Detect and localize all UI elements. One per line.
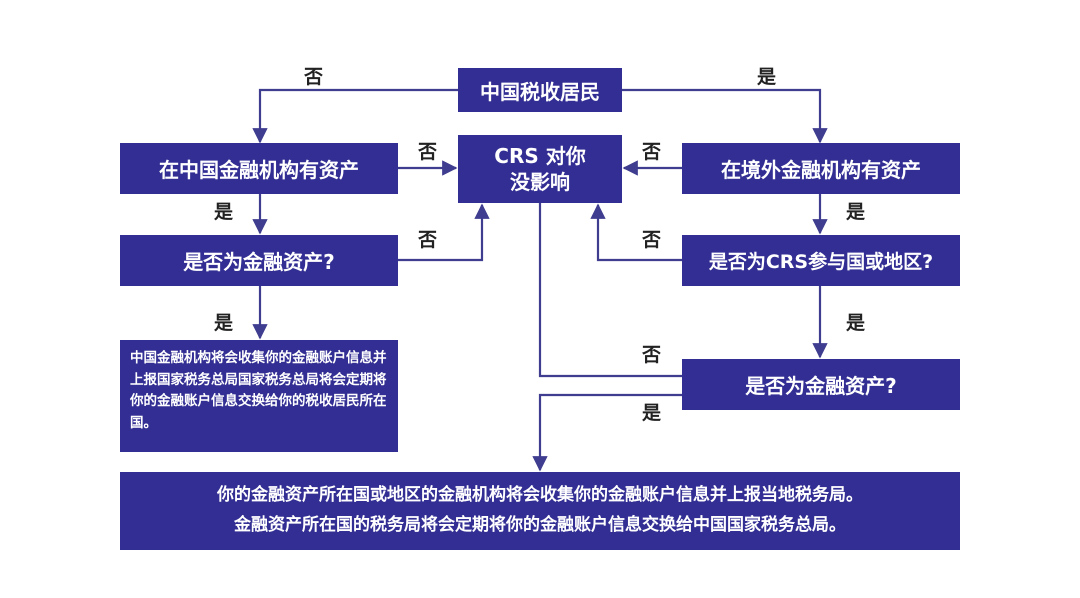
label-left-financial-no: 否 (418, 229, 438, 251)
crs-country-question-text: 是否为CRS参与国或地区? (708, 251, 934, 273)
label-overseas-assets-no: 否 (642, 141, 662, 163)
final-result-line2: 金融资产所在国的税务局将会定期将你的金融账户信息交换给中国国家税务总局。 (234, 515, 846, 535)
tax-resident-text: 中国税收居民 (480, 79, 600, 104)
overseas-assets-box: 在境外金融机构有资产 (682, 143, 960, 194)
right-financial-question-box: 是否为金融资产? (682, 359, 960, 410)
crs-no-impact-line1: CRS 对你 (494, 144, 586, 168)
arrow-left-financial-no (398, 203, 490, 262)
label-china-assets-yes: 是 (214, 201, 234, 223)
left-financial-question-box: 是否为金融资产? (120, 235, 398, 286)
arrow-crs-country-no (590, 203, 682, 262)
label-right-financial-no: 否 (642, 344, 662, 366)
final-result-box: 你的金融资产所在国或地区的金融机构将会收集你的金融账户信息并上报当地税务局。 金… (120, 472, 960, 550)
tax-resident-box: 中国税收居民 (458, 68, 622, 112)
overseas-assets-text: 在境外金融机构有资产 (721, 158, 921, 182)
arrow-resident-yes (622, 88, 828, 144)
label-right-financial-yes: 是 (642, 402, 662, 424)
final-result-line1: 你的金融资产所在国或地区的金融机构将会收集你的金融账户信息并上报当地税务局。 (217, 485, 863, 506)
china-assets-text: 在中国金融机构有资产 (159, 158, 359, 182)
crs-no-impact-line2: 没影响 (510, 170, 570, 194)
crs-country-question-box: 是否为CRS参与国或地区? (682, 235, 960, 286)
left-financial-question-text: 是否为金融资产? (183, 250, 335, 274)
label-resident-no: 否 (304, 66, 324, 88)
china-assets-box: 在中国金融机构有资产 (120, 143, 398, 194)
label-overseas-assets-yes: 是 (846, 201, 866, 223)
china-result-text: 中国金融机构将会收集你的金融账户信息并上报国家税务总局国家税务总局将会定期将你的… (130, 350, 387, 431)
arrow-resident-no (252, 88, 458, 144)
label-crs-country-yes: 是 (846, 312, 866, 334)
label-crs-country-no: 否 (642, 229, 662, 251)
right-financial-question-text: 是否为金融资产? (745, 374, 897, 398)
china-result-box: 中国金融机构将会收集你的金融账户信息并上报国家税务总局国家税务总局将会定期将你的… (120, 340, 398, 452)
arrow-right-financial-no (538, 203, 682, 378)
crs-no-impact-box: CRS 对你 没影响 (458, 135, 622, 203)
label-resident-yes: 是 (757, 66, 777, 88)
label-left-financial-yes: 是 (214, 312, 234, 334)
label-china-assets-no: 否 (418, 141, 438, 163)
arrow-right-financial-yes (532, 393, 682, 472)
